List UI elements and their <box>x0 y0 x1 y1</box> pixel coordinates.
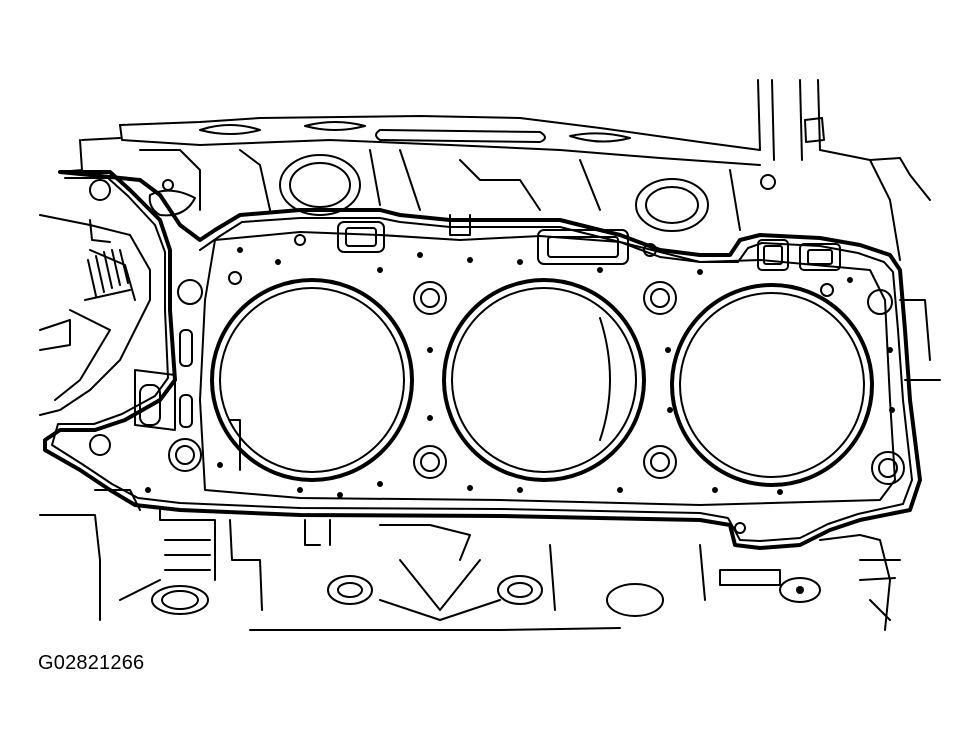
scraper-tool <box>39 214 151 416</box>
coolant-passages <box>134 221 841 431</box>
cylinder-bores <box>210 278 874 487</box>
engine-block <box>59 79 941 381</box>
bolt-holes <box>89 179 905 485</box>
gasket-dots <box>145 247 895 534</box>
head-gasket <box>43 170 922 550</box>
figure-id-label: G02821266 <box>38 652 145 674</box>
lower-block <box>39 489 901 631</box>
